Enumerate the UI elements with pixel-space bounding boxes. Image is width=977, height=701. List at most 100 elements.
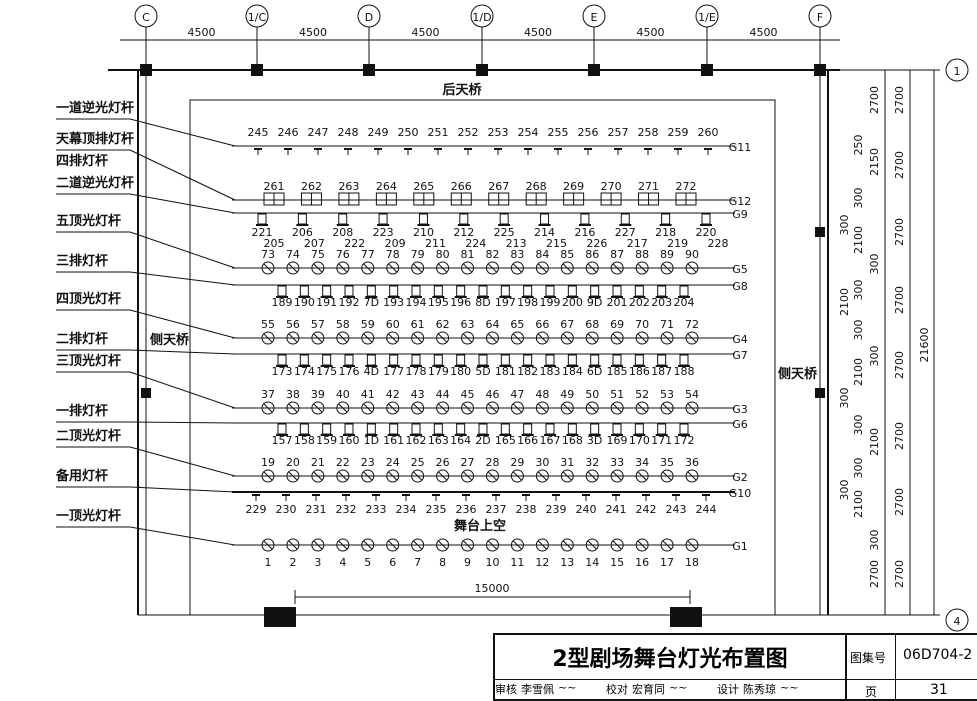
fixture-slash bbox=[438, 333, 447, 343]
fixture-ring-icon bbox=[411, 538, 425, 552]
fixture-slash bbox=[363, 263, 373, 273]
leader-line bbox=[129, 118, 236, 147]
fixture-number: 80 bbox=[436, 248, 450, 261]
fixture-number: 212 bbox=[453, 226, 474, 239]
fixture-number: 232 bbox=[336, 503, 357, 516]
fixture-lamp-icon bbox=[433, 423, 443, 435]
stage-width-value: 15000 bbox=[475, 582, 510, 595]
fixture-number: 251 bbox=[428, 126, 449, 139]
fixture-number: 12 bbox=[535, 556, 549, 569]
fixture-lamp-icon bbox=[523, 285, 533, 297]
fixture-slash bbox=[662, 403, 672, 413]
fixture-ring-icon bbox=[660, 469, 674, 483]
fixture-number: 182 bbox=[517, 365, 538, 378]
fixture-lamp-icon bbox=[411, 285, 421, 297]
fixture-ring-icon bbox=[361, 469, 375, 483]
fixture-slash bbox=[338, 263, 348, 273]
right-dimension: 300 bbox=[868, 530, 881, 551]
fixture-number: 56 bbox=[286, 318, 300, 331]
fixture-number: 3 bbox=[314, 556, 321, 569]
fixture-number: 20 bbox=[286, 456, 300, 469]
bar-id-label: G8 bbox=[732, 280, 748, 293]
designer-signature: ~~ bbox=[780, 681, 799, 694]
fixture-number: 18 bbox=[685, 556, 699, 569]
fixture-number: 28 bbox=[485, 456, 499, 469]
fixture-lamp-icon bbox=[418, 213, 428, 225]
bar-id-label: G2 bbox=[732, 471, 748, 484]
fixture-number: 51 bbox=[610, 388, 624, 401]
fixture-ring-icon bbox=[286, 261, 300, 275]
fixture-number: 73 bbox=[261, 248, 275, 261]
fixture-lamp-icon bbox=[590, 423, 600, 435]
fixture-lamp-icon bbox=[612, 423, 622, 435]
fixture-lamp-icon bbox=[338, 213, 348, 225]
fixture-slash bbox=[562, 333, 572, 343]
fixture-number: 70 bbox=[635, 318, 649, 331]
fixture-slash bbox=[263, 403, 273, 413]
fixture-number: 7D bbox=[364, 296, 379, 309]
fixture-slash bbox=[288, 540, 298, 550]
fixture-ring-icon bbox=[336, 401, 350, 415]
fixture-slash bbox=[662, 540, 672, 550]
fixture-ring-icon bbox=[635, 261, 649, 275]
fixture-number: 201 bbox=[607, 296, 628, 309]
fixture-number: 71 bbox=[660, 318, 674, 331]
fixture-ring-icon bbox=[510, 261, 524, 275]
fixture-number: 233 bbox=[366, 503, 387, 516]
fixture-slash bbox=[687, 263, 697, 273]
fixture-lamp-icon bbox=[344, 423, 354, 435]
fixture-lamp-icon bbox=[478, 285, 488, 297]
leader-line bbox=[129, 193, 236, 214]
left-label: 天幕顶排灯杆 bbox=[56, 131, 134, 147]
check-label: 校对 bbox=[606, 683, 628, 696]
fixture-number: 8D bbox=[475, 296, 490, 309]
fixture-number: 203 bbox=[651, 296, 672, 309]
left-label: 四顶光灯杆 bbox=[56, 291, 121, 307]
fixture-slash bbox=[463, 333, 472, 343]
leader-line bbox=[129, 486, 236, 493]
page-label: 页 bbox=[865, 685, 878, 699]
fixture-number: 179 bbox=[428, 365, 449, 378]
fixture-slash bbox=[413, 540, 423, 550]
fixture-ring-icon bbox=[685, 331, 699, 345]
fixture-slash bbox=[612, 403, 622, 413]
leader-line bbox=[129, 271, 236, 286]
fixture-ring-icon bbox=[336, 331, 350, 345]
left-label: 一排灯杆 bbox=[56, 403, 108, 419]
fixture-lamp-icon bbox=[456, 423, 466, 435]
fixture-lamp-icon bbox=[620, 213, 630, 225]
leader-line bbox=[129, 446, 236, 477]
fixture-lamp-icon bbox=[277, 423, 287, 435]
fixture-ring-icon bbox=[585, 469, 599, 483]
fixture-number: 255 bbox=[548, 126, 569, 139]
fixture-lamp-icon bbox=[322, 285, 332, 297]
fixture-number: 26 bbox=[436, 456, 450, 469]
fixture-lamp-icon bbox=[612, 354, 622, 366]
fixture-lamp-icon bbox=[389, 423, 399, 435]
fixture-number: 78 bbox=[386, 248, 400, 261]
fixture-slash bbox=[363, 403, 373, 413]
fixture-number: 244 bbox=[696, 503, 717, 516]
fixture-number: 174 bbox=[294, 365, 315, 378]
fixture-slash bbox=[263, 471, 273, 481]
fixture-slash bbox=[587, 263, 597, 273]
fixture-number: 240 bbox=[576, 503, 597, 516]
bar-id-label: G3 bbox=[732, 403, 748, 416]
fixture-slash bbox=[338, 540, 348, 550]
fixture-slash bbox=[288, 333, 298, 343]
fixture-ring-icon bbox=[635, 538, 649, 552]
fixture-number: 252 bbox=[458, 126, 479, 139]
fixture-lamp-icon bbox=[567, 285, 577, 297]
right-dimension: 2100 bbox=[868, 428, 881, 456]
fixture-slash bbox=[288, 403, 298, 413]
fixture-number: 25 bbox=[411, 456, 425, 469]
fixture-number: 9D bbox=[587, 296, 602, 309]
fixture-number: 243 bbox=[666, 503, 687, 516]
fixture-slash bbox=[612, 471, 622, 481]
fixture-number: 200 bbox=[562, 296, 583, 309]
fixture-number: 218 bbox=[655, 226, 676, 239]
fixture-ring-icon bbox=[311, 538, 325, 552]
fixture-number: 268 bbox=[526, 180, 547, 193]
fixture-number: 224 bbox=[465, 237, 486, 250]
